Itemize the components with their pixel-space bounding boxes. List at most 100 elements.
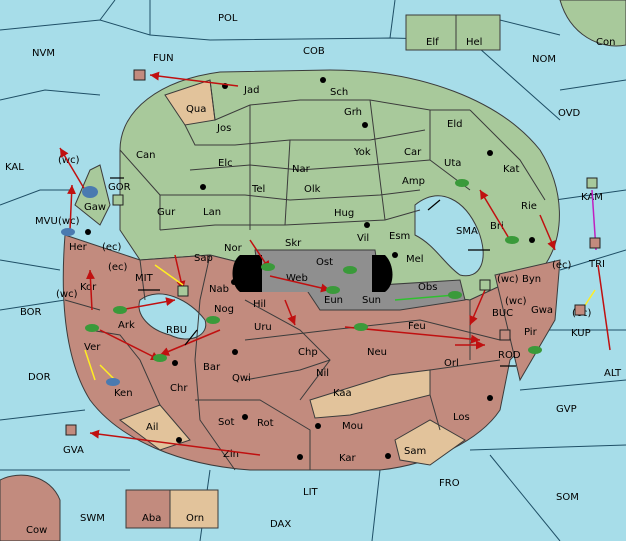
- units: [61, 69, 601, 436]
- svg-text:Nab: Nab: [209, 284, 229, 295]
- svg-text:(ec): (ec): [102, 242, 122, 253]
- svg-text:Qwi: Qwi: [232, 373, 251, 384]
- svg-text:Skr: Skr: [285, 238, 302, 249]
- svg-text:Car: Car: [404, 147, 422, 158]
- svg-text:Elc: Elc: [218, 158, 233, 169]
- svg-text:(wc): (wc): [58, 155, 80, 166]
- svg-text:Hel: Hel: [466, 37, 482, 48]
- svg-text:Con: Con: [596, 37, 615, 48]
- svg-text:Gwa: Gwa: [531, 305, 553, 316]
- svg-text:Nil: Nil: [316, 368, 329, 379]
- sea-labels: POL FUN COB NVM NOM OVD KAL MVU BOR DOR …: [5, 13, 622, 530]
- svg-text:COB: COB: [303, 46, 325, 57]
- svg-text:Los: Los: [453, 412, 470, 423]
- svg-text:Vil: Vil: [357, 233, 369, 244]
- land-tan: [118, 79, 466, 466]
- svg-text:Hil: Hil: [253, 299, 266, 310]
- svg-text:SMA: SMA: [456, 226, 478, 237]
- svg-text:Kat: Kat: [503, 164, 520, 175]
- svg-text:KAL: KAL: [5, 162, 24, 173]
- svg-text:Uru: Uru: [254, 322, 272, 333]
- svg-text:Obs: Obs: [418, 282, 437, 293]
- svg-text:Sot: Sot: [218, 417, 234, 428]
- svg-text:NOM: NOM: [532, 54, 556, 65]
- svg-text:Ail: Ail: [146, 422, 158, 433]
- svg-text:(ec): (ec): [108, 262, 128, 273]
- svg-text:DAX: DAX: [270, 519, 291, 530]
- svg-text:Mou: Mou: [342, 421, 363, 432]
- svg-text:Her: Her: [69, 242, 88, 253]
- svg-text:GVP: GVP: [556, 404, 577, 415]
- legend-boxes: [125, 14, 501, 529]
- svg-text:MIT: MIT: [135, 273, 154, 284]
- svg-text:MVU: MVU: [35, 216, 58, 227]
- svg-text:Sun: Sun: [362, 295, 381, 306]
- svg-text:Web: Web: [286, 273, 308, 284]
- svg-text:(wc): (wc): [505, 296, 527, 307]
- svg-text:Amp: Amp: [402, 176, 425, 187]
- svg-text:Nor: Nor: [224, 243, 243, 254]
- svg-text:Yok: Yok: [353, 147, 371, 158]
- svg-text:Nog: Nog: [214, 304, 234, 315]
- svg-text:GOR: GOR: [108, 182, 131, 193]
- svg-text:Sam: Sam: [404, 446, 426, 457]
- svg-text:GVA: GVA: [63, 445, 84, 456]
- svg-text:TRI: TRI: [588, 259, 605, 270]
- svg-text:KUP: KUP: [571, 328, 591, 339]
- svg-text:Feu: Feu: [408, 321, 426, 332]
- svg-text:Can: Can: [136, 150, 155, 161]
- svg-text:Sch: Sch: [330, 87, 348, 98]
- svg-text:Bar: Bar: [203, 362, 221, 373]
- svg-text:Kar: Kar: [339, 453, 357, 464]
- svg-text:Eld: Eld: [447, 119, 462, 130]
- svg-text:Orn: Orn: [186, 513, 204, 524]
- svg-text:(wc): (wc): [497, 274, 519, 285]
- svg-text:Sap: Sap: [194, 253, 213, 264]
- svg-text:SWM: SWM: [80, 513, 105, 524]
- svg-text:Gur: Gur: [157, 207, 176, 218]
- svg-text:OVD: OVD: [558, 108, 581, 119]
- svg-text:Mel: Mel: [406, 254, 424, 265]
- svg-text:Uta: Uta: [444, 158, 461, 169]
- svg-text:Hug: Hug: [334, 208, 354, 219]
- green-territory-labels: Jad Sch Qua Jos Grh Eld Can Car Uta Kat …: [84, 85, 541, 306]
- svg-text:Jos: Jos: [216, 123, 231, 134]
- svg-text:FRO: FRO: [439, 478, 460, 489]
- svg-text:Neu: Neu: [367, 347, 387, 358]
- svg-text:(wc): (wc): [58, 216, 80, 227]
- svg-text:Ver: Ver: [84, 342, 101, 353]
- mini-labels: Orn Elf Hel Con Aba Cow: [26, 37, 615, 536]
- svg-text:Qua: Qua: [186, 104, 206, 115]
- svg-text:Cow: Cow: [26, 525, 47, 536]
- svg-text:Olk: Olk: [304, 184, 321, 195]
- svg-text:Grh: Grh: [344, 107, 362, 118]
- svg-text:POL: POL: [218, 13, 238, 24]
- svg-text:Chr: Chr: [170, 383, 188, 394]
- svg-text:Aba: Aba: [142, 513, 161, 524]
- svg-text:SOM: SOM: [556, 492, 579, 503]
- svg-text:Ark: Ark: [118, 320, 135, 331]
- svg-text:(ec): (ec): [552, 260, 572, 271]
- svg-text:BUC: BUC: [492, 308, 513, 319]
- svg-text:Nar: Nar: [292, 164, 311, 175]
- svg-text:Kaa: Kaa: [333, 388, 352, 399]
- svg-text:BOR: BOR: [20, 307, 42, 318]
- svg-text:Gaw: Gaw: [84, 202, 106, 213]
- svg-text:Esm: Esm: [389, 231, 410, 242]
- svg-text:Rie: Rie: [521, 201, 537, 212]
- svg-text:Ken: Ken: [114, 388, 133, 399]
- svg-text:RBU: RBU: [166, 325, 187, 336]
- svg-text:Lan: Lan: [203, 207, 221, 218]
- svg-text:LIT: LIT: [303, 487, 319, 498]
- supply-centers: [85, 77, 535, 460]
- svg-text:(wc): (wc): [56, 289, 78, 300]
- svg-text:Chp: Chp: [298, 347, 318, 358]
- svg-text:Bri: Bri: [490, 221, 504, 232]
- svg-text:FUN: FUN: [153, 53, 174, 64]
- territory-borders: [64, 79, 546, 471]
- svg-text:Byn: Byn: [522, 274, 541, 285]
- svg-text:DOR: DOR: [28, 372, 51, 383]
- svg-text:ROD: ROD: [498, 350, 521, 361]
